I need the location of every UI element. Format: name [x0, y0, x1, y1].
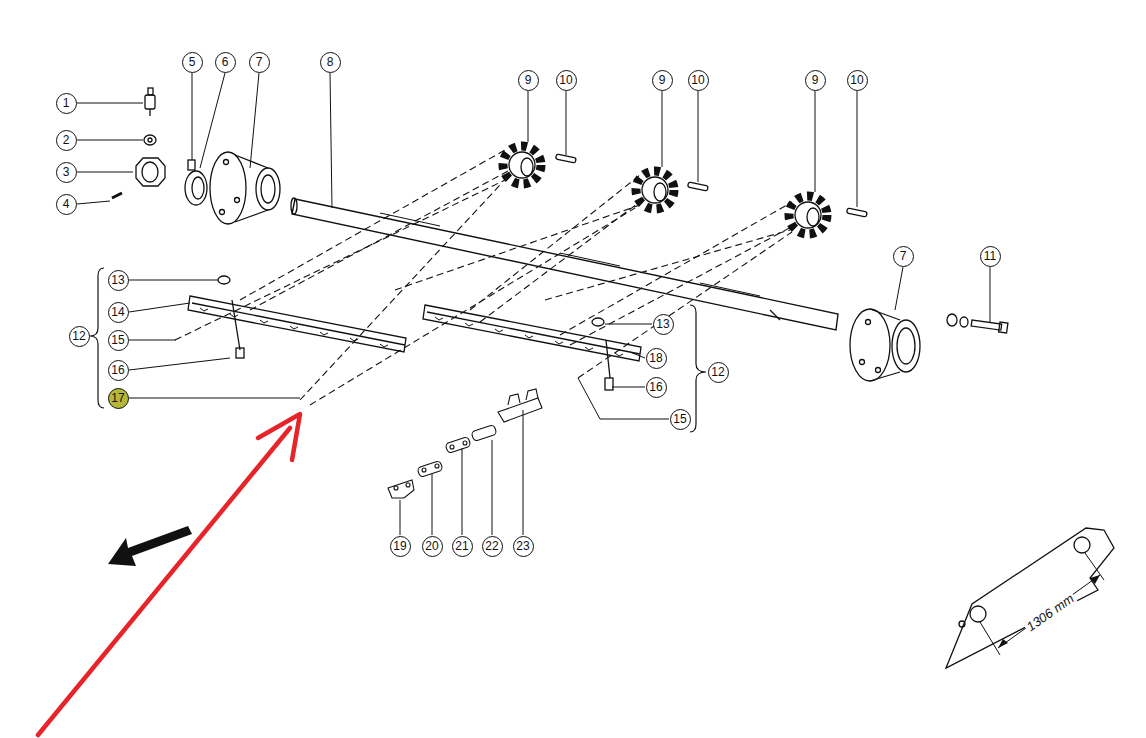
callout-text: 12 — [711, 366, 724, 378]
callout-text: 11 — [984, 250, 996, 262]
callout-text: 13 — [111, 274, 124, 286]
callout-number: 2 — [56, 130, 77, 151]
callout-text: 8 — [327, 56, 334, 68]
callout-text: 18 — [649, 352, 662, 364]
callout-number: 18 — [646, 348, 667, 369]
callout-text: 22 — [485, 540, 498, 552]
callout-number: 10 — [556, 70, 577, 91]
callout-number: 16 — [108, 360, 129, 381]
callout-number: 16 — [646, 377, 667, 398]
callout-text: 23 — [516, 540, 529, 552]
callout-number: 10 — [688, 70, 709, 91]
callout-number: 8 — [320, 52, 341, 73]
callout-number: 11 — [980, 246, 1001, 267]
callout-text: 16 — [111, 364, 124, 376]
callout-number: 13 — [653, 314, 674, 335]
callout-text: 7 — [900, 250, 907, 262]
callout-number: 15 — [670, 409, 691, 430]
callout-number: 22 — [482, 536, 503, 557]
callout-number: 9 — [805, 70, 826, 91]
callout-text: 15 — [111, 334, 124, 346]
callout-number: 1 — [56, 93, 77, 114]
sprockets — [503, 146, 827, 234]
callout-text: 17 — [111, 392, 124, 404]
callout-text: 19 — [393, 540, 406, 552]
callout-text: 9 — [659, 74, 666, 86]
callout-number: 15 — [108, 330, 129, 351]
callout-number: 21 — [452, 536, 473, 557]
callout-text: 4 — [63, 198, 70, 210]
callout-number: 10 — [847, 70, 868, 91]
callout-number: 20 — [422, 536, 443, 557]
callout-text: 5 — [189, 56, 196, 68]
callout-number: 13 — [108, 270, 129, 291]
callout-number: 17 — [108, 388, 129, 409]
callout-text: 12 — [72, 330, 85, 342]
callout-text: 21 — [455, 540, 468, 552]
callout-text: 2 — [63, 134, 70, 146]
callout-text: 7 — [256, 56, 263, 68]
callout-number: 9 — [518, 70, 539, 91]
callout-text: 10 — [691, 74, 704, 86]
callout-number: 6 — [215, 52, 236, 73]
callout-text: 3 — [63, 166, 70, 178]
callout-number: 14 — [108, 302, 129, 323]
callout-text: 9 — [525, 74, 532, 86]
callout-text: 9 — [812, 74, 819, 86]
callout-text: 1 — [63, 97, 70, 109]
callout-text: 14 — [111, 306, 124, 318]
callout-number: 19 — [390, 536, 411, 557]
callout-text: 16 — [649, 381, 662, 393]
callout-number: 5 — [182, 52, 203, 73]
leader-lines — [77, 73, 990, 535]
callout-number: 4 — [56, 194, 77, 215]
callout-number: 23 — [513, 536, 534, 557]
chain-links — [388, 389, 542, 498]
chain-strands — [175, 150, 795, 405]
dimension-label: 1306 mm — [1022, 589, 1078, 635]
callout-text: 13 — [656, 318, 669, 330]
callout-number: 9 — [652, 70, 673, 91]
callout-number: 3 — [56, 162, 77, 183]
callout-number: 12 — [708, 362, 729, 383]
callout-text: 6 — [222, 56, 229, 68]
callout-number: 7 — [249, 52, 270, 73]
callout-number: 12 — [69, 326, 90, 347]
callout-text: 10 — [850, 74, 863, 86]
callout-number: 7 — [893, 246, 914, 267]
callout-text: 15 — [673, 413, 686, 425]
callout-text: 10 — [559, 74, 572, 86]
callout-text: 20 — [425, 540, 438, 552]
